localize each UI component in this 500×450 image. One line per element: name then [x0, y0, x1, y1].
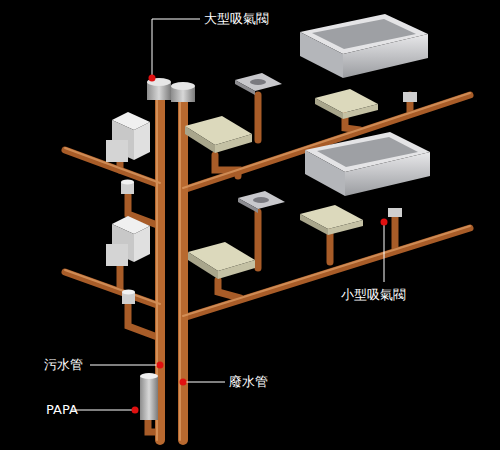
callout-label: PAPA — [46, 402, 78, 418]
leader-lines — [72, 19, 384, 410]
bathtubs — [300, 14, 430, 196]
floor-drains — [121, 92, 417, 304]
callout-label: 廢水管 — [229, 374, 268, 390]
toilets — [106, 112, 150, 266]
copper-pipes — [65, 93, 470, 440]
callout-dots — [132, 75, 388, 414]
callout-label: 小型吸氣閥 — [341, 287, 406, 303]
vent-caps — [147, 78, 195, 102]
callout-label: 大型吸氣閥 — [204, 11, 269, 27]
floor-basins — [185, 89, 378, 279]
squat-pans — [235, 73, 285, 213]
callout-label: 污水管 — [44, 357, 83, 373]
papa-device — [140, 373, 158, 420]
